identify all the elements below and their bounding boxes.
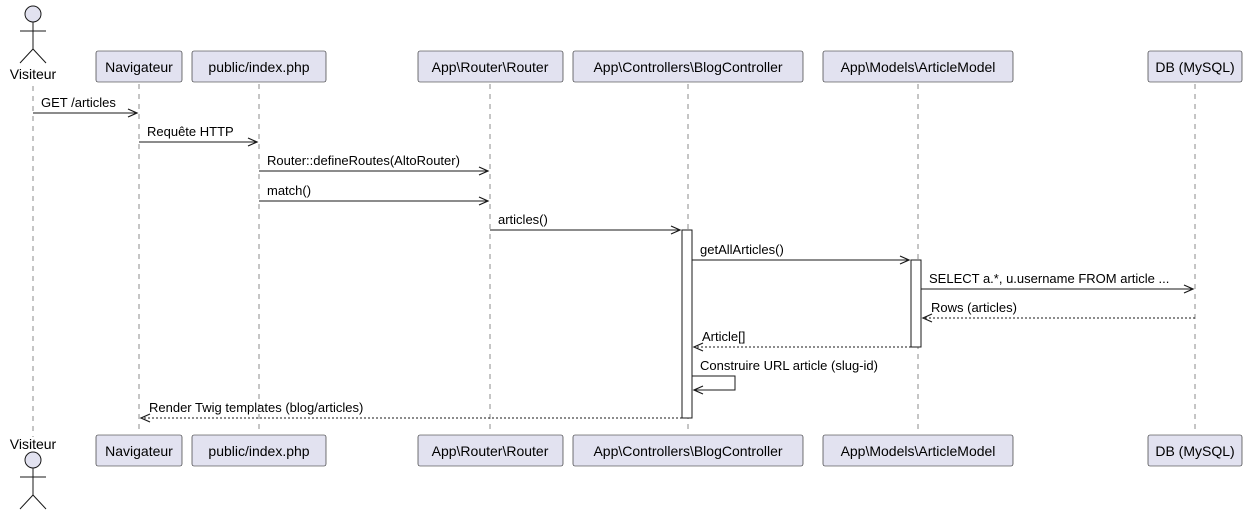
participant-articlemodel-top: App\Models\ArticleModel [822, 50, 1014, 83]
participant-navigateur-top: Navigateur [95, 50, 183, 83]
participant-label: public/index.php [208, 59, 309, 75]
participant-articlemodel-bottom: App\Models\ArticleModel [822, 434, 1014, 467]
participant-label: App\Controllers\BlogController [593, 59, 782, 75]
message-label: Render Twig templates (blog/articles) [149, 400, 363, 415]
message-label: Rows (articles) [931, 300, 1017, 315]
participant-navigateur-bottom: Navigateur [95, 434, 183, 467]
participant-index-top: public/index.php [191, 50, 327, 83]
message-8: Rows (articles) [921, 300, 1195, 323]
message-label: articles() [498, 212, 548, 227]
participant-label: DB (MySQL) [1155, 59, 1234, 75]
message-3: Router::defineRoutes(AltoRouter) [259, 153, 490, 176]
actor-label-top: Visiteur [10, 66, 57, 82]
arrowhead [692, 342, 704, 352]
message-1: GET /articles [33, 95, 139, 118]
arrowhead [692, 385, 704, 395]
message-label: Router::defineRoutes(AltoRouter) [267, 153, 460, 168]
participant-label: App\Models\ArticleModel [841, 443, 996, 459]
message-2: Requête HTTP [139, 124, 259, 147]
arrowhead [127, 108, 139, 118]
message-11: Render Twig templates (blog/articles) [139, 400, 682, 423]
message-arrow-line [692, 375, 736, 391]
stick-figure-icon [19, 5, 47, 64]
activation-blogcontroller [681, 229, 693, 419]
message-label: match() [267, 183, 311, 198]
participant-label: App\Router\Router [432, 59, 549, 75]
participant-router-bottom: App\Router\Router [417, 434, 564, 467]
message-5: articles() [490, 212, 682, 235]
actor-label-bottom: Visiteur [10, 436, 57, 452]
participant-label: DB (MySQL) [1155, 443, 1234, 459]
arrowhead [139, 413, 151, 423]
arrowhead [478, 196, 490, 206]
participant-router-top: App\Router\Router [417, 50, 564, 83]
message-10: Construire URL article (slug-id) [692, 358, 878, 395]
participant-label: App\Models\ArticleModel [841, 59, 996, 75]
participant-db-top: DB (MySQL) [1147, 50, 1243, 83]
message-label: getAllArticles() [700, 242, 784, 257]
arrowhead [899, 255, 911, 265]
stick-figure-icon [19, 451, 47, 510]
arrowhead [670, 225, 682, 235]
message-7: SELECT a.*, u.username FROM article ... [921, 271, 1195, 294]
message-9: Article[] [692, 329, 911, 352]
activation-articlemodel [910, 259, 922, 348]
participant-label: Navigateur [105, 59, 173, 75]
message-label: SELECT a.*, u.username FROM article ... [929, 271, 1169, 286]
arrowhead [1183, 284, 1195, 294]
message-label: GET /articles [41, 95, 116, 110]
message-4: match() [259, 183, 490, 206]
message-label: Article[] [702, 329, 745, 344]
participant-blogcontroller-bottom: App\Controllers\BlogController [572, 434, 804, 467]
participant-blogcontroller-top: App\Controllers\BlogController [572, 50, 804, 83]
participant-index-bottom: public/index.php [191, 434, 327, 467]
participant-label: App\Controllers\BlogController [593, 443, 782, 459]
arrowhead [247, 137, 259, 147]
actor-top: Visiteur [10, 5, 57, 82]
arrowhead [921, 313, 933, 323]
message-label: Requête HTTP [147, 124, 234, 139]
participant-db-bottom: DB (MySQL) [1147, 434, 1243, 467]
arrowhead [478, 166, 490, 176]
message-6: getAllArticles() [692, 242, 911, 265]
participant-label: App\Router\Router [432, 443, 549, 459]
message-label: Construire URL article (slug-id) [700, 358, 878, 373]
participant-label: public/index.php [208, 443, 309, 459]
actor-bottom: Visiteur [10, 436, 57, 510]
participant-label: Navigateur [105, 443, 173, 459]
